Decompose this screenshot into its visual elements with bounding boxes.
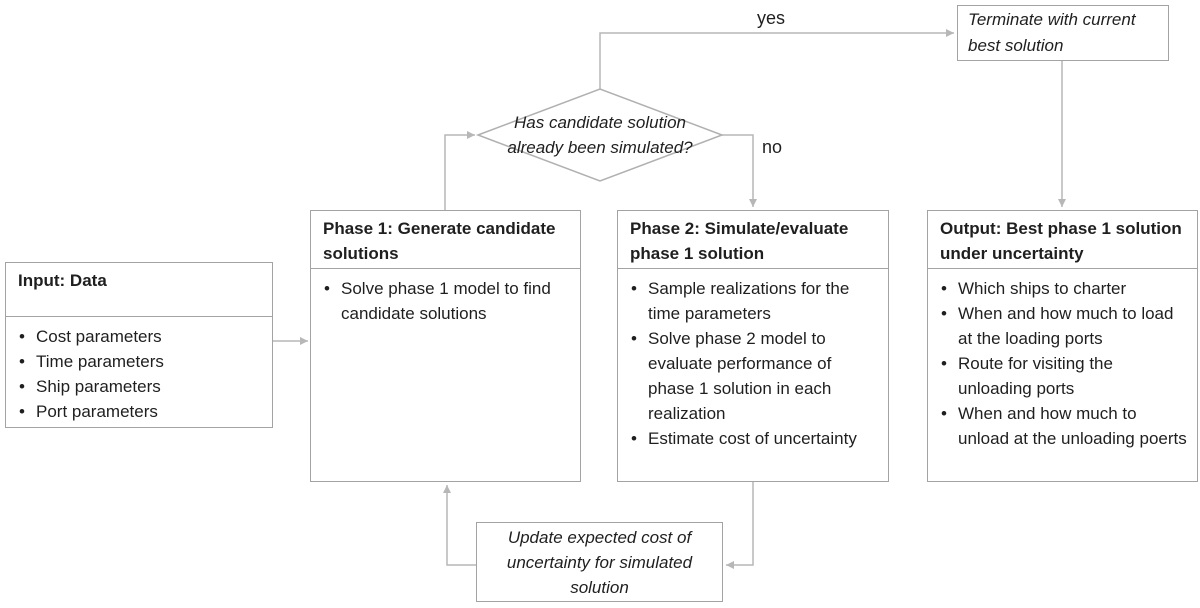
phase1-bullets: Solve phase 1 model to find candidate so… [311, 269, 580, 326]
bullet-item: Time parameters [6, 349, 266, 374]
decision-question: Has candidate solution already been simu… [507, 113, 693, 157]
connector-update-to-phase1 [443, 485, 476, 566]
connector-decision-no-to-phase2 [722, 134, 757, 207]
connector-phase1-to-decision [444, 131, 475, 210]
bullet-item: Port parameters [6, 399, 266, 424]
bullet-item: Solve phase 1 model to find candidate so… [311, 276, 574, 326]
bullet-item: Solve phase 2 model to evaluate performa… [618, 326, 882, 426]
bullet-item: Estimate cost of uncertainty [618, 426, 882, 451]
input-data-bullets: Cost parametersTime parametersShip param… [6, 317, 272, 424]
terminate-box: Terminate with current best solution [957, 5, 1169, 61]
phase2-bullets: Sample realizations for the time paramet… [618, 269, 888, 451]
phase1-title: Phase 1: Generate candidate solutions [311, 211, 580, 269]
phase1-box: Phase 1: Generate candidate solutions So… [310, 210, 581, 482]
output-title: Output: Best phase 1 solution under unce… [928, 211, 1197, 269]
bullet-item: Route for visiting the unloading ports [928, 351, 1191, 401]
input-data-box: Input: Data Cost parametersTime paramete… [5, 262, 273, 428]
input-data-title: Input: Data [6, 263, 272, 317]
bullet-item: When and how much to load at the loading… [928, 301, 1191, 351]
output-bullets: Which ships to charterWhen and how much … [928, 269, 1197, 451]
update-box: Update expected cost of uncertainty for … [476, 522, 723, 602]
yes-branch-label: yes [757, 8, 786, 28]
connector-phase2-to-update [726, 482, 754, 569]
bullet-item: Sample realizations for the time paramet… [618, 276, 882, 326]
bullet-item: Ship parameters [6, 374, 266, 399]
decision-diamond-shape [475, 88, 725, 182]
connector-decision-yes-to-terminate [599, 29, 954, 89]
bullet-item: Which ships to charter [928, 276, 1191, 301]
phase2-box: Phase 2: Simulate/evaluate phase 1 solut… [617, 210, 889, 482]
bullet-item: Cost parameters [6, 324, 266, 349]
output-box: Output: Best phase 1 solution under unce… [927, 210, 1198, 482]
no-branch-label: no [762, 137, 783, 157]
phase2-title: Phase 2: Simulate/evaluate phase 1 solut… [618, 211, 888, 269]
bullet-item: When and how much to unload at the unloa… [928, 401, 1191, 451]
